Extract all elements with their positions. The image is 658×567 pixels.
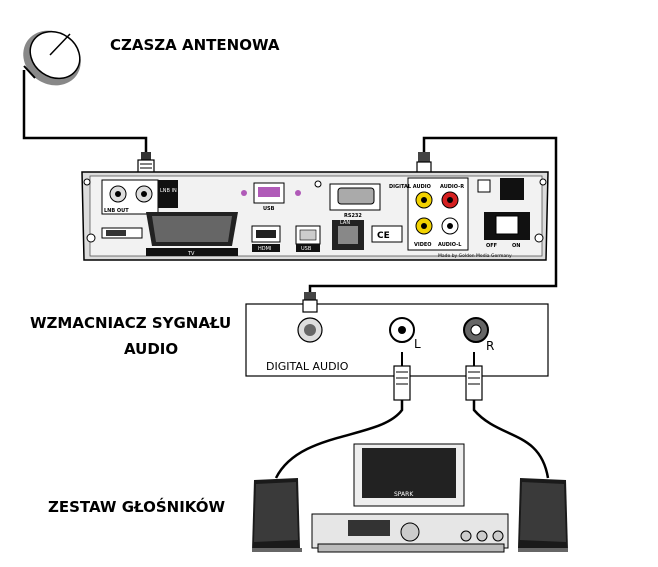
antenna-cable [22, 70, 148, 152]
audio-l-label: AUDIO-L [438, 242, 462, 248]
tv-label: TV [187, 251, 195, 257]
lan-label: LAN [340, 220, 350, 226]
usb-top-label: USB [263, 206, 275, 212]
usb-bottom-label: USB [301, 246, 312, 252]
digital-plug-bottom [302, 292, 318, 313]
right-speaker-cable [472, 400, 550, 479]
amplifier-right-jack [463, 317, 489, 343]
rs232-label: RS232 [344, 213, 362, 219]
lnb-out-label: LNB OUT [104, 208, 129, 214]
left-rca-plug [393, 352, 411, 401]
digital-audio-cable [308, 136, 558, 292]
right-speaker [518, 478, 568, 552]
right-channel-label: R [486, 339, 494, 353]
audio-r-label: AUDIO-R [440, 184, 464, 190]
speakers-label: ZESTAW GŁOŚNIKÓW [48, 498, 226, 516]
right-rca-plug [465, 352, 483, 401]
off-label: OFF [486, 243, 497, 249]
hifi-brand: SPARK [394, 491, 414, 498]
lnb-in-label: LNB IN [160, 188, 177, 194]
antenna-plug [137, 152, 155, 175]
amplifier-label: WZMACNIACZ SYGNAŁU [30, 314, 232, 332]
made-by-label: Made by Golden Media Germany [438, 253, 512, 259]
amplifier-digital-label: DIGITAL AUDIO [266, 360, 349, 373]
hdmi-label: HDMI [258, 246, 271, 252]
left-speaker [252, 478, 302, 552]
hifi-system: SPARK [311, 443, 509, 553]
on-label: ON [512, 243, 520, 249]
dish-label: CZASZA ANTENOWA [110, 36, 280, 54]
digital-audio-panel-label: DIGITAL AUDIO [389, 184, 431, 190]
left-speaker-cable [274, 400, 404, 479]
ce-label: CE [377, 231, 390, 241]
amplifier-label-line2: AUDIO [124, 340, 179, 358]
video-label: VIDEO [414, 242, 432, 248]
amplifier-left-jack [389, 317, 415, 343]
satellite-dish-icon [23, 30, 81, 86]
amplifier-digital-jack [297, 317, 323, 343]
receiver-rear-panel: LNB OUT LNB IN TV USB HDMI USB RS232 [81, 171, 549, 261]
left-channel-label: L [414, 337, 421, 351]
